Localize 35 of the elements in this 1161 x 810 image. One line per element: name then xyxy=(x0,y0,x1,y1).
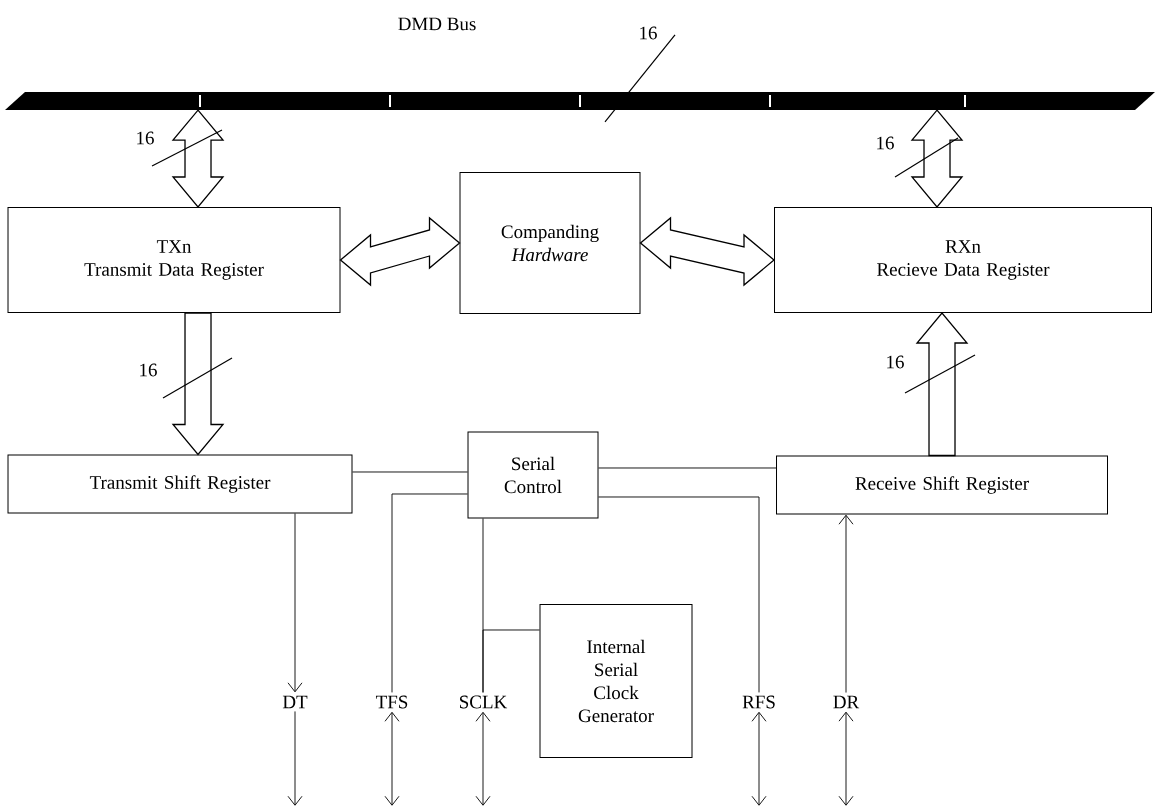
wide-arrow xyxy=(171,312,225,456)
wide-arrow xyxy=(639,216,776,287)
generator-box: Internal Serial Clock Generator xyxy=(539,604,693,758)
pin-label: SCLK xyxy=(460,695,508,709)
pin-label: DR xyxy=(833,695,860,709)
wide-arrow xyxy=(171,109,225,208)
arrow xyxy=(838,514,854,693)
register-box: Transmit Shift Register xyxy=(7,454,353,514)
connector-line xyxy=(352,471,468,473)
pin-label: RFS xyxy=(742,695,775,709)
pin-label: DT xyxy=(282,695,308,709)
edge-label: 16 xyxy=(877,136,894,150)
control-box: Serial Control xyxy=(467,431,599,519)
register-box: RXn Recieve Data Register xyxy=(774,207,1152,313)
arrow xyxy=(287,513,303,693)
arrow xyxy=(751,711,767,806)
wide-arrow xyxy=(910,109,964,208)
connector-line xyxy=(482,629,540,693)
arrow xyxy=(475,711,491,806)
edge-label: 16 xyxy=(887,355,904,369)
bus-width-label: 16 xyxy=(640,26,657,40)
wide-arrow xyxy=(915,312,969,457)
edge-label: 16 xyxy=(137,131,154,145)
connector-line xyxy=(598,496,760,693)
connector-line xyxy=(598,467,777,469)
arrow xyxy=(384,711,400,806)
connector-line xyxy=(391,493,468,693)
edge-label: 16 xyxy=(140,363,157,377)
hardware-box: Companding Hardware xyxy=(459,172,641,314)
bus-name: DMD Bus xyxy=(398,17,476,31)
arrow xyxy=(287,710,303,806)
pin-label: TFS xyxy=(376,695,408,709)
arrow xyxy=(838,711,854,806)
register-box: TXn Transmit Data Register xyxy=(7,207,341,313)
register-box: Receive Shift Register xyxy=(776,455,1108,515)
